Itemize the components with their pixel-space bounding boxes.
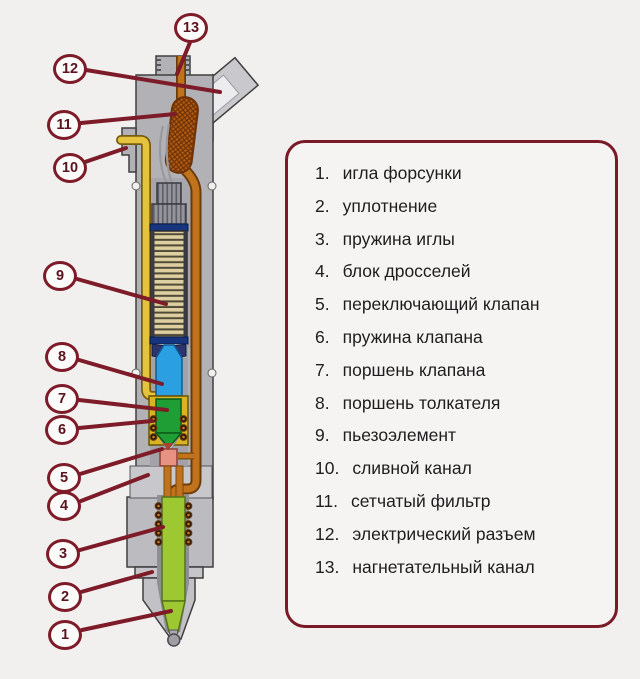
legend-item-9: 9. пьезоэлемент	[315, 419, 615, 452]
switching-valve	[159, 443, 194, 467]
legend-item-label: поршень клапана	[342, 359, 486, 380]
callout-7: 7	[45, 384, 79, 414]
legend-item-11: 11. сетчатый фильтр	[315, 485, 615, 518]
legend-item-3: 3. пружина иглы	[315, 223, 615, 256]
legend-item-13: 13. нагнетательный канал	[315, 551, 615, 584]
legend-item-label: переключающий клапан	[342, 294, 540, 315]
nozzle-needle	[154, 496, 193, 647]
pressure-channel	[167, 56, 202, 501]
callout-8: 8	[45, 342, 79, 372]
legend-box: 1. игла форсунки 2. уплотнение 3. пружина и…	[285, 140, 618, 628]
callout-13: 13	[174, 13, 208, 43]
callout-3: 3	[46, 539, 80, 569]
callout-2: 2	[48, 582, 82, 612]
legend-item-1: 1. игла форсунки	[315, 157, 615, 190]
legend-item-10: 10. сливной канал	[315, 452, 615, 485]
callout-12: 12	[53, 54, 87, 84]
legend-item-6: 6. пружина клапана	[315, 321, 615, 354]
callout-10: 10	[53, 153, 87, 183]
legend-item-number: 4.	[315, 261, 330, 282]
legend-item-label: блок дросселей	[342, 261, 471, 282]
legend-item-5: 5. переключающий клапан	[315, 288, 615, 321]
callout-1: 1	[48, 620, 82, 650]
legend-item-label: пьезоэлемент	[342, 425, 457, 446]
valve-spring	[149, 415, 188, 441]
legend-item-number: 6.	[315, 326, 330, 347]
valve-piston	[155, 398, 182, 434]
legend-item-label: пружина клапана	[342, 326, 483, 347]
legend-item-label: уплотнение	[342, 195, 438, 216]
legend-item-label: электрический разъем	[352, 523, 536, 544]
piezo-element	[149, 223, 189, 359]
callout-6: 6	[45, 415, 79, 445]
legend-item-number: 11.	[315, 490, 339, 511]
callout-lines	[75, 38, 222, 632]
legend-item-12: 12. электрический разъем	[315, 518, 615, 551]
legend-item-number: 13.	[315, 556, 340, 577]
legend-item-number: 5.	[315, 294, 330, 315]
legend-item-8: 8. поршень толкателя	[315, 387, 615, 420]
legend-item-7: 7. поршень клапана	[315, 354, 615, 387]
legend-item-number: 9.	[315, 425, 330, 446]
legend-item-label: пружина иглы	[342, 228, 455, 249]
legend-item-label: сливной канал	[352, 458, 472, 479]
legend-item-4: 4. блок дросселей	[315, 255, 615, 288]
legend-item-number: 2.	[315, 195, 330, 216]
callout-11: 11	[47, 110, 81, 140]
legend-item-number: 3.	[315, 228, 330, 249]
piezo-terminal	[151, 182, 187, 225]
callout-5: 5	[47, 463, 81, 493]
legend-item-number: 8.	[315, 392, 330, 413]
legend-item-2: 2. уплотнение	[315, 190, 615, 223]
callout-4: 4	[47, 491, 81, 521]
needle-spring	[154, 502, 193, 546]
legend-item-label: поршень толкателя	[342, 392, 501, 413]
legend-item-label: нагнетательный канал	[352, 556, 535, 577]
legend-item-label: сетчатый фильтр	[351, 490, 491, 511]
legend-item-number: 7.	[315, 359, 330, 380]
piezo-wires	[158, 123, 174, 185]
callout-9: 9	[43, 261, 77, 291]
needle-tip	[167, 633, 181, 647]
legend-item-number: 10.	[315, 458, 340, 479]
legend-item-number: 1.	[315, 163, 330, 183]
pusher-piston	[155, 344, 183, 397]
legend-item-number: 12.	[315, 523, 340, 544]
legend-item-label: игла форсунки	[342, 163, 462, 183]
